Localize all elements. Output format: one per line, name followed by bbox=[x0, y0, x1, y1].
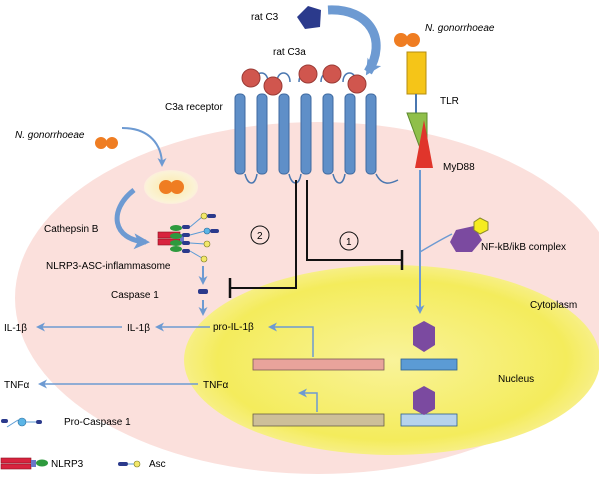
gonococcus-left-1 bbox=[95, 137, 107, 149]
n-gonorrhoeae-left-label: N. gonorrhoeae bbox=[15, 130, 85, 141]
phagocytosis-arrow bbox=[121, 127, 167, 167]
legend-pro-caspase-swatch-a bbox=[1, 419, 8, 423]
n-gonorrhoeae-top-label: N. gonorrhoeae bbox=[425, 23, 495, 34]
step-1-circle bbox=[339, 231, 359, 251]
nlrp3-asc-label: NLRP3-ASC-inflammasome bbox=[46, 261, 171, 272]
c3a-ligand-3 bbox=[298, 64, 318, 84]
step-2-number: 2 bbox=[257, 231, 263, 242]
step-1-number: 1 bbox=[346, 237, 352, 248]
il1b-nfkb-bound bbox=[413, 321, 435, 352]
c3a-receptor-label: C3a receptor bbox=[165, 102, 223, 113]
nucleus bbox=[184, 265, 599, 455]
c3a-ligand-2 bbox=[263, 76, 283, 96]
nlrp3-inflammasome bbox=[157, 212, 219, 263]
il1b-left-label: IL-1β bbox=[4, 323, 27, 334]
caspase1-label: Caspase 1 bbox=[111, 290, 159, 301]
myd88-label: MyD88 bbox=[443, 162, 475, 173]
tnfa-transcription-line bbox=[298, 388, 318, 412]
tnfa-nfkb-bound bbox=[413, 386, 435, 415]
legend-pro-caspase1: Pro-Caspase 1 bbox=[64, 417, 131, 428]
rat-c3-label: rat C3 bbox=[251, 12, 279, 23]
c3a-ligand-4 bbox=[322, 64, 342, 84]
nfkb-hexagon bbox=[450, 226, 482, 252]
rat-c3-pentagon bbox=[297, 6, 321, 29]
il1b-gene-promoter bbox=[400, 358, 458, 371]
gonococcus-phagosome-2 bbox=[170, 180, 184, 194]
tlr-extracellular bbox=[406, 51, 427, 95]
cytoplasm-label: Cytoplasm bbox=[530, 300, 577, 311]
caspase1-molecule bbox=[198, 289, 208, 294]
il1b-mid-label: IL-1β bbox=[127, 323, 150, 334]
nfkb-to-pathway-connector bbox=[419, 233, 453, 253]
gonococcus-phagosome-1 bbox=[159, 180, 173, 194]
inhibition-2-line bbox=[230, 180, 297, 289]
cathepsin-b-label: Cathepsin B bbox=[44, 224, 99, 235]
c3-cleavage-arrow bbox=[327, 5, 382, 76]
tnfa-gene-coding bbox=[252, 413, 385, 427]
myd88-triangle bbox=[415, 120, 433, 168]
tnfa-left-label: TNFα bbox=[4, 380, 29, 391]
tnfa-gene-promoter bbox=[400, 413, 458, 427]
tlr-label: TLR bbox=[440, 96, 459, 107]
cathepsin-arrow bbox=[114, 188, 150, 250]
ikb-hexagon bbox=[473, 217, 489, 235]
tnfa-mid-label: TNFα bbox=[203, 380, 228, 391]
legend: Pro-Caspase 1 NLRP3 Asc bbox=[0, 417, 166, 470]
c3a-ligand-1 bbox=[241, 68, 261, 88]
il1b-gene-coding bbox=[252, 358, 385, 371]
gonococcus-top-left bbox=[394, 33, 408, 47]
legend-nlrp3: NLRP3 bbox=[51, 459, 84, 470]
legend-asc: Asc bbox=[149, 459, 166, 470]
nfkb-label: NF-kB/ikB complex bbox=[481, 242, 566, 253]
rat-c3a-label: rat C3a bbox=[273, 47, 306, 58]
c3a-ligand-5 bbox=[347, 74, 367, 94]
gonococcus-left-2 bbox=[106, 137, 118, 149]
inhibition-1-line bbox=[306, 180, 402, 261]
gonococcus-top-right bbox=[406, 33, 420, 47]
c3a-receptor bbox=[234, 72, 399, 184]
pro-il1b-label: pro-IL-1β bbox=[213, 322, 254, 333]
step-2-circle bbox=[250, 225, 270, 245]
nucleus-label: Nucleus bbox=[498, 374, 534, 385]
il1b-transcription-line bbox=[268, 322, 314, 357]
